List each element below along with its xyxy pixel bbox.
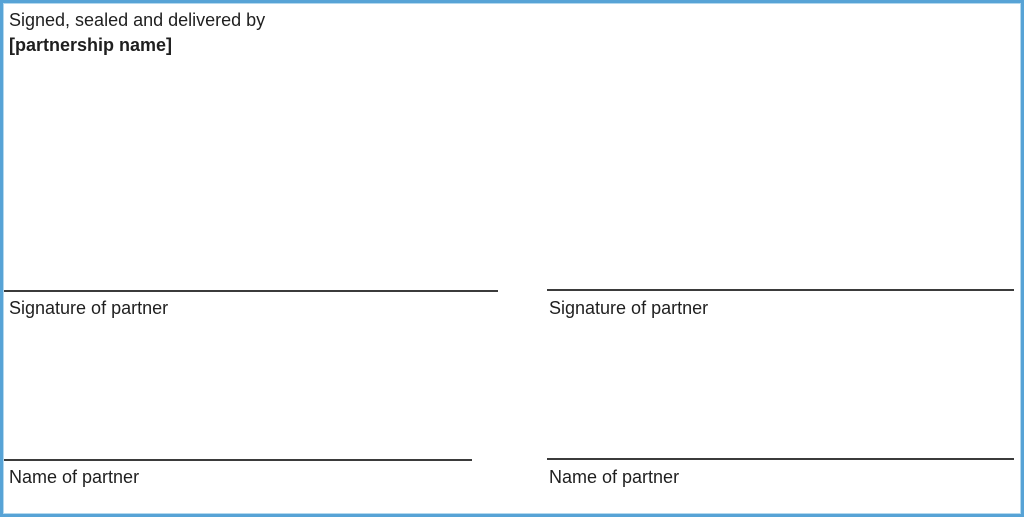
name-line-left [4, 459, 472, 461]
attestation-clause: Signed, sealed and delivered by [partner… [9, 8, 265, 58]
signature-line-left [4, 290, 498, 292]
name-label-right: Name of partner [549, 467, 680, 487]
name-label-left: Name of partner [9, 467, 140, 487]
partnership-name-placeholder: [partnership name] [9, 35, 173, 55]
signature-label-left: Signature of partner [9, 298, 169, 318]
name-line-right [547, 458, 1014, 460]
signature-label-right: Signature of partner [549, 298, 709, 318]
attestation-line: Signed, sealed and delivered by [9, 10, 266, 30]
signature-line-right [547, 289, 1014, 291]
